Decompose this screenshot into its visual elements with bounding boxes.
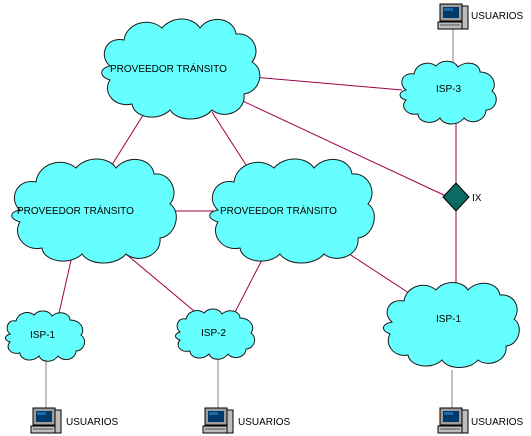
user-computer-bottom-left-icon bbox=[30, 407, 62, 434]
cloud-transit-left bbox=[11, 158, 177, 264]
label-users-bottom-left: USUARIOS bbox=[66, 417, 119, 428]
cloud-isp-3 bbox=[399, 60, 497, 125]
label-isp-1-left: ISP-1 bbox=[30, 330, 55, 341]
label-users-bottom-right: USUARIOS bbox=[471, 417, 524, 428]
ix-diamond-icon bbox=[442, 182, 470, 212]
link-top-isp3 bbox=[251, 76, 403, 91]
link-center-isp2 bbox=[231, 255, 265, 319]
link-top-left bbox=[109, 111, 146, 169]
label-transit-center: PROVEEDOR TRÁNSITO bbox=[220, 204, 337, 217]
user-computer-bottom-right-icon bbox=[437, 407, 469, 434]
label-isp-2: ISP-2 bbox=[201, 328, 226, 339]
label-ix: IX bbox=[472, 193, 482, 204]
label-isp-1-right: ISP-1 bbox=[436, 314, 461, 325]
link-left-isp2 bbox=[125, 253, 201, 317]
cloud-isp-1-left bbox=[5, 310, 86, 362]
link-center-isp1right bbox=[339, 247, 413, 296]
user-computer-top-right-icon bbox=[437, 3, 469, 30]
label-users-bottom-center: USUARIOS bbox=[238, 417, 291, 428]
label-transit-top: PROVEEDOR TRÁNSITO bbox=[110, 62, 227, 75]
cloud-isp-2 bbox=[175, 308, 256, 360]
user-computer-bottom-center-icon bbox=[202, 407, 234, 434]
label-transit-left: PROVEEDOR TRÁNSITO bbox=[17, 204, 134, 217]
cloud-isp-1-right bbox=[383, 282, 520, 368]
link-left-isp1left bbox=[56, 255, 73, 323]
cloud-transit-center bbox=[209, 158, 375, 264]
link-top-ix bbox=[231, 95, 449, 198]
label-users-top-right: USUARIOS bbox=[471, 11, 524, 22]
link-top-center bbox=[211, 111, 249, 169]
label-isp-3: ISP-3 bbox=[436, 84, 461, 95]
cloud-transit-top bbox=[101, 18, 261, 120]
